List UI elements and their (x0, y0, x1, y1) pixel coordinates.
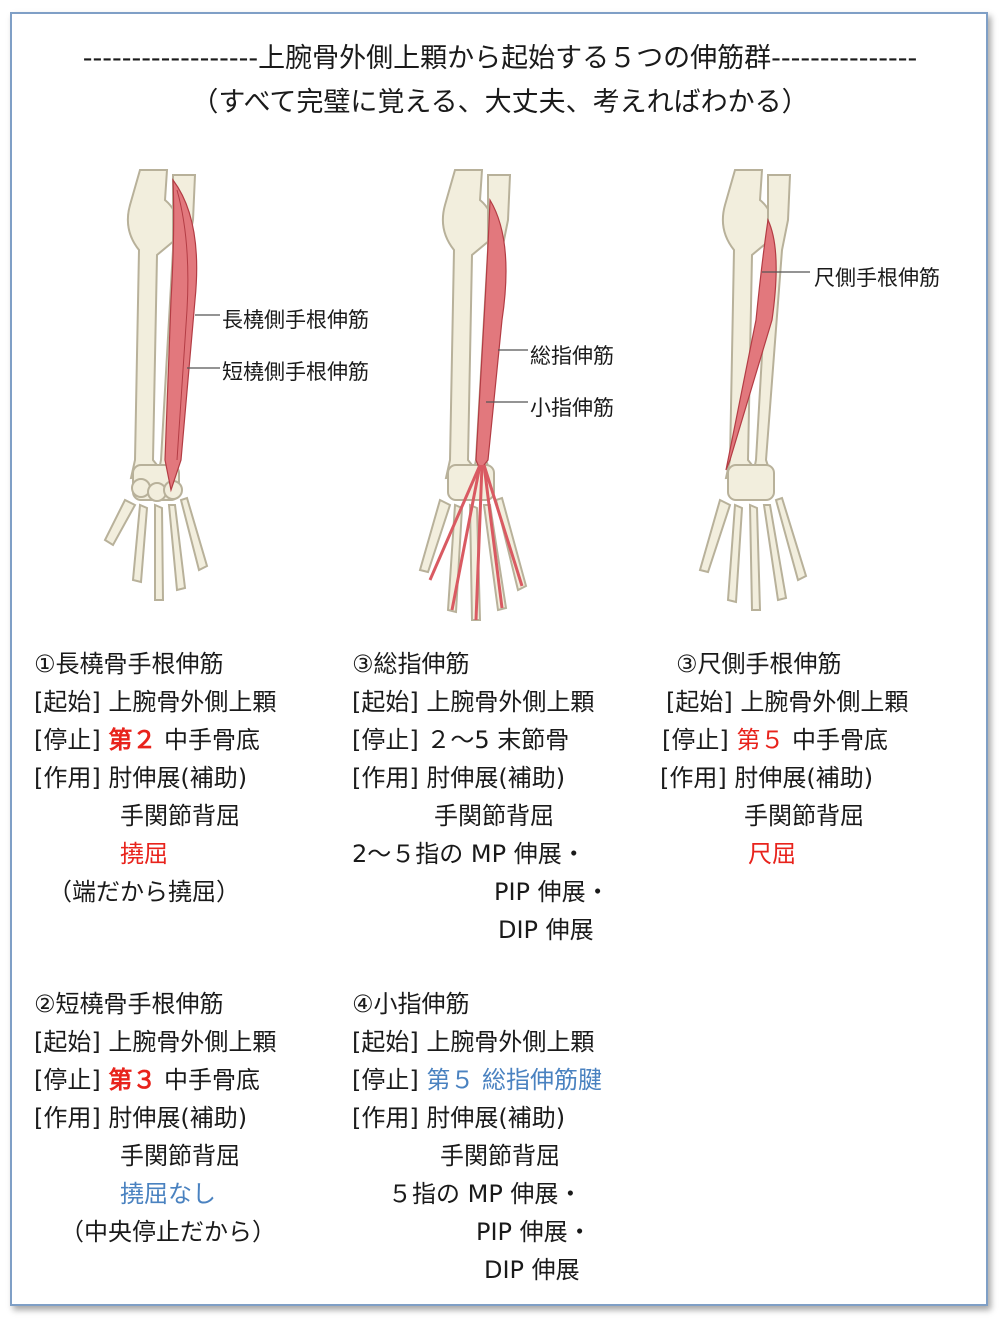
action-line-3: 2〜５指の MP 伸展・ (352, 840, 586, 868)
label-ecrb: 短橈側手根伸筋 (222, 360, 369, 384)
insertion-row: [停止] 第５ 中手骨底 (662, 726, 889, 754)
note: （中央停止だから） (60, 1218, 276, 1246)
note: （端だから撓屈） (48, 878, 240, 906)
label-ecu: 尺側手根伸筋 (814, 266, 940, 290)
muscle-name: ④小指伸筋 (352, 990, 470, 1018)
muscle-name: ②短橈骨手根伸筋 (34, 990, 224, 1018)
header-title: ------------------上腕骨外側上顆から起始する５つの伸筋群---… (82, 43, 918, 74)
action-line-3: 撓屈 (120, 840, 168, 868)
action-line-2: 手関節背屈 (744, 802, 864, 830)
action-line-4: PIP 伸展・ (476, 1218, 592, 1246)
action-row: [作用] 肘伸展(補助) (352, 764, 566, 792)
action-row: [作用] 肘伸展(補助) (660, 764, 874, 792)
origin-row: [起始] 上腕骨外側上顆 (666, 688, 909, 716)
origin-row: [起始] 上腕骨外側上顆 (34, 688, 277, 716)
action-line-3: ５指の MP 伸展・ (388, 1180, 583, 1208)
origin-row: [起始] 上腕骨外側上顆 (34, 1028, 277, 1056)
origin-row: [起始] 上腕骨外側上顆 (352, 688, 595, 716)
label-ed: 総指伸筋 (530, 344, 614, 368)
action-line-2: 手関節背屈 (434, 802, 554, 830)
action-line-3: 撓屈なし (120, 1180, 216, 1208)
insertion-row: [停止] ２〜5 末節骨 (352, 726, 570, 754)
muscle-name: ①長橈骨手根伸筋 (34, 650, 224, 678)
action-line-2: 手関節背屈 (120, 802, 240, 830)
action-line-3: 尺屈 (748, 840, 796, 868)
insertion-row: [停止] 第３ 中手骨底 (34, 1066, 261, 1094)
muscle-name: ③尺側手根伸筋 (676, 650, 842, 678)
label-edm: 小指伸筋 (530, 396, 614, 420)
action-line-2: 手関節背屈 (120, 1142, 240, 1170)
origin-row: [起始] 上腕骨外側上顆 (352, 1028, 595, 1056)
action-line-2: 手関節背屈 (440, 1142, 560, 1170)
muscle-name: ③総指伸筋 (352, 650, 470, 678)
forearm-illustration-2 (418, 169, 528, 621)
label-ecrl: 長橈側手根伸筋 (222, 308, 369, 332)
action-line-5: DIP 伸展 (484, 1256, 580, 1284)
header-subtitle: （すべて完璧に覚える、大丈夫、考えればわかる） (191, 87, 809, 118)
action-row: [作用] 肘伸展(補助) (34, 1104, 248, 1132)
action-row: [作用] 肘伸展(補助) (34, 764, 248, 792)
action-row: [作用] 肘伸展(補助) (352, 1104, 566, 1132)
forearm-illustration-1 (103, 169, 220, 601)
forearm-illustration-3 (698, 169, 810, 611)
insertion-row: [停止] 第２ 中手骨底 (34, 726, 261, 754)
action-line-4: PIP 伸展・ (494, 878, 610, 906)
insertion-row: [停止] 第５ 総指伸筋腱 (352, 1066, 603, 1094)
action-line-5: DIP 伸展 (498, 916, 594, 944)
